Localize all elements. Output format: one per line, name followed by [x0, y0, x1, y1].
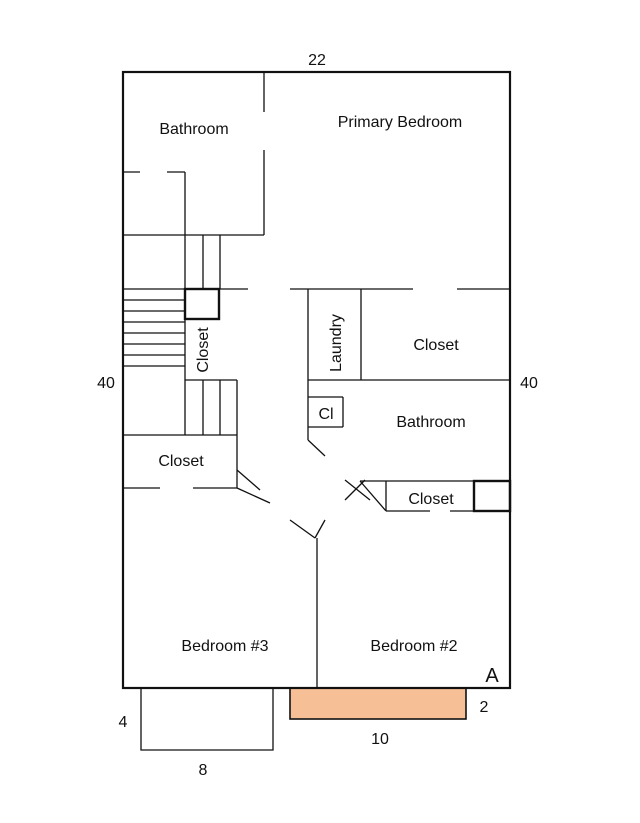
- room-label-bedroom-3: Bedroom #3: [181, 638, 268, 655]
- room-label-bathroom-lower: Bathroom: [396, 414, 465, 431]
- room-label-bedroom-2: Bedroom #2: [370, 638, 457, 655]
- water-heater-box: [472, 479, 512, 513]
- room-label-cl: Cl: [318, 406, 333, 423]
- porch: [289, 687, 467, 720]
- room-label-primary-bedroom: Primary Bedroom: [338, 114, 462, 131]
- room-label-closet-right: Closet: [413, 337, 459, 354]
- dimension-step-depth: 4: [119, 714, 128, 731]
- room-label-laundry: Laundry: [328, 314, 345, 372]
- room-label-closet-left: Closet: [158, 453, 204, 470]
- dimension-porch-width: 10: [371, 731, 389, 748]
- dimension-top: 22: [308, 52, 326, 69]
- hvac-box: [183, 287, 221, 321]
- room-label-closet-small: Closet: [408, 491, 454, 508]
- dimension-step-width: 8: [199, 762, 208, 779]
- marker-label: A: [485, 665, 499, 687]
- dimension-left: 40: [97, 375, 115, 392]
- room-label-closet-hall: Closet: [195, 327, 212, 373]
- dimension-porch-depth: 2: [480, 699, 489, 716]
- interior-walls: [123, 72, 510, 688]
- room-label-bathroom-upper: Bathroom: [159, 121, 228, 138]
- front-step: [140, 688, 274, 751]
- dimension-right: 40: [520, 375, 538, 392]
